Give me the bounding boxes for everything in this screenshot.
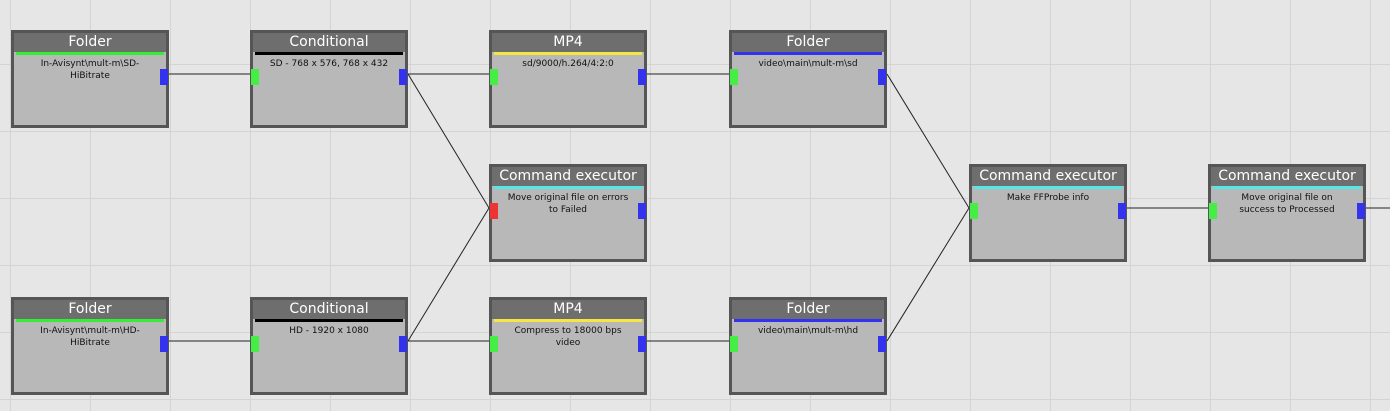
node-title: Command executor (972, 167, 1124, 186)
node-accent-bar (494, 319, 642, 322)
output-port[interactable] (638, 336, 646, 352)
output-port[interactable] (160, 336, 168, 352)
output-port[interactable] (160, 69, 168, 85)
node-title: Folder (14, 33, 166, 52)
node-command-failed[interactable]: Command executor Move original file on e… (489, 164, 647, 262)
node-description: SD - 768 x 576, 768 x 432 (269, 59, 389, 69)
node-description: HD - 1920 x 1080 (289, 326, 369, 336)
connection-n4-n10[interactable] (886, 73, 970, 209)
node-accent-bar (734, 319, 882, 322)
node-title: MP4 (492, 300, 644, 319)
node-description: sd/9000/h.264/4:2:0 (522, 59, 614, 69)
node-accent-bar (1213, 186, 1361, 189)
connection-n7-n5[interactable] (407, 207, 490, 342)
node-folder-hd-input[interactable]: Folder In-Avisynt\mult-m\HD-HiBitrate (11, 297, 169, 395)
node-description: video\main\mult-m\sd (758, 59, 858, 69)
input-port[interactable] (730, 69, 738, 85)
output-port[interactable] (878, 69, 886, 85)
node-accent-bar (494, 186, 642, 189)
input-port[interactable] (970, 203, 978, 219)
input-port[interactable] (251, 336, 259, 352)
node-accent-bar (16, 319, 164, 322)
output-port[interactable] (638, 69, 646, 85)
node-description: Move original file on errors to Failed (507, 193, 629, 215)
output-port[interactable] (399, 69, 407, 85)
input-port[interactable] (490, 69, 498, 85)
node-mp4-hd[interactable]: MP4 Compress to 18000 bps video (489, 297, 647, 395)
node-folder-sd-output[interactable]: Folder video\main\mult-m\sd (729, 30, 887, 128)
node-folder-hd-output[interactable]: Folder video\main\mult-m\hd (729, 297, 887, 395)
node-folder-sd-input[interactable]: Folder In-Avisynt\mult-m\SD-HiBitrate (11, 30, 169, 128)
connection-n2-n5[interactable] (407, 73, 490, 209)
input-port[interactable] (490, 336, 498, 352)
node-title: Folder (732, 33, 884, 52)
error-input-port[interactable] (490, 203, 498, 219)
node-title: Conditional (253, 300, 405, 319)
node-title: Folder (14, 300, 166, 319)
node-description: Move original file on success to Process… (1239, 193, 1335, 215)
node-mp4-sd[interactable]: MP4 sd/9000/h.264/4:2:0 (489, 30, 647, 128)
node-description: In-Avisynt\mult-m\SD-HiBitrate (40, 59, 140, 81)
node-title: Folder (732, 300, 884, 319)
output-port[interactable] (1118, 203, 1126, 219)
node-accent-bar (255, 52, 403, 55)
node-command-processed[interactable]: Command executor Move original file on s… (1208, 164, 1366, 262)
node-description: video\main\mult-m\hd (757, 326, 859, 336)
node-accent-bar (16, 52, 164, 55)
connection-n9-n10[interactable] (886, 207, 970, 342)
node-accent-bar (734, 52, 882, 55)
output-port[interactable] (878, 336, 886, 352)
node-title: Conditional (253, 33, 405, 52)
output-port[interactable] (399, 336, 407, 352)
node-command-ffprobe[interactable]: Command executor Make FFProbe info (969, 164, 1127, 262)
node-accent-bar (255, 319, 403, 322)
node-title: Command executor (1211, 167, 1363, 186)
input-port[interactable] (251, 69, 259, 85)
output-port[interactable] (638, 203, 646, 219)
node-description: Make FFProbe info (1006, 193, 1090, 203)
node-description: In-Avisynt\mult-m\HD-HiBitrate (40, 326, 140, 348)
node-title: Command executor (492, 167, 644, 186)
node-title: MP4 (492, 33, 644, 52)
node-accent-bar (494, 52, 642, 55)
input-port[interactable] (1209, 203, 1217, 219)
node-conditional-sd[interactable]: Conditional SD - 768 x 576, 768 x 432 (250, 30, 408, 128)
node-description: Compress to 18000 bps video (514, 326, 622, 348)
output-port[interactable] (1357, 203, 1365, 219)
node-conditional-hd[interactable]: Conditional HD - 1920 x 1080 (250, 297, 408, 395)
input-port[interactable] (730, 336, 738, 352)
node-accent-bar (974, 186, 1122, 189)
